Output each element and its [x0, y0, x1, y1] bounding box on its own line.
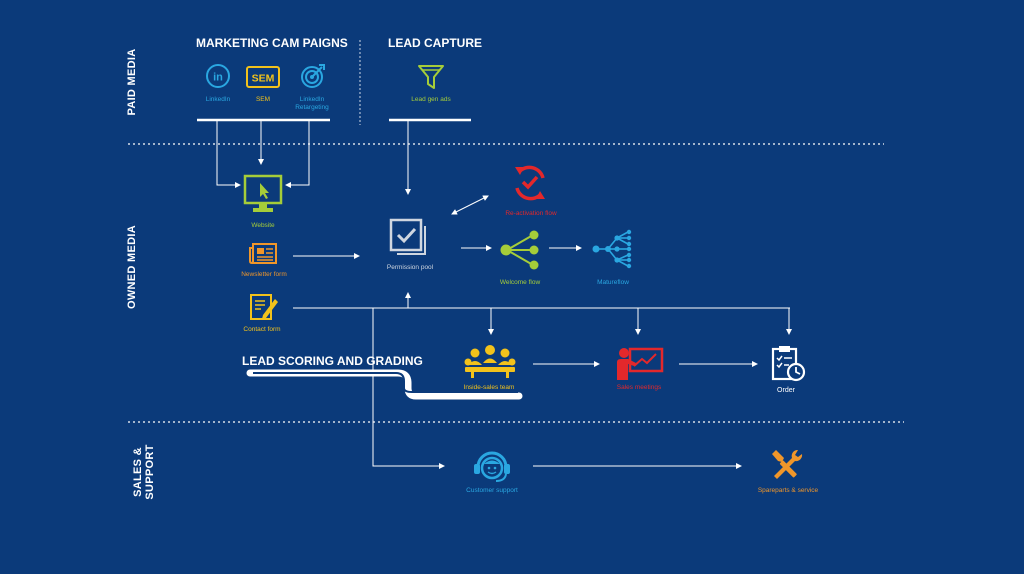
label-newsletter-form: Newsletter form [241, 271, 287, 278]
linkedin-icon: in [205, 63, 231, 89]
label-permission-pool: Permission pool [386, 264, 434, 271]
welcome-flow-icon [499, 230, 541, 270]
arrow-bar-to-website-left [216, 121, 241, 188]
heading-lead-capture: LEAD CAPTURE [388, 36, 483, 50]
label-linkedin-retargeting-line2: Retargeting [295, 104, 329, 111]
label-sales-meetings: Sales meetings [616, 384, 662, 391]
arrow-pool-reactivation [451, 195, 489, 215]
sales-support-line2: SUPPORT [144, 444, 156, 500]
sem-icon: SEM [246, 66, 280, 88]
label-linkedin-retargeting: LinkedIn Retargeting [288, 96, 336, 112]
label-customer-support: Customer support [466, 487, 518, 494]
order-clipboard-icon [770, 344, 806, 382]
arrow-to-customer-support [372, 308, 445, 469]
section-label-paid-media: PAID MEDIA [126, 48, 138, 116]
label-linkedin: LinkedIn [205, 96, 231, 103]
section-label-sales-support: SALES & SUPPORT [132, 432, 156, 512]
target-icon [300, 63, 326, 89]
heading-lead-scoring: LEAD SCORING AND GRADING [242, 354, 423, 368]
contact-form-icon [249, 293, 279, 321]
label-website: Website [251, 222, 275, 229]
label-lead-gen-ads: Lead gen ads [411, 96, 451, 103]
label-spareparts-service: Spareparts & service [757, 487, 819, 494]
linkedin-logo-text: in [213, 72, 223, 84]
sales-meeting-icon [616, 345, 664, 381]
label-sem: SEM [255, 96, 271, 103]
label-contact-form: Contact form [243, 326, 281, 333]
reactivation-icon [510, 163, 550, 203]
funnel-icon [417, 63, 445, 91]
lead-scoring-conveyor [246, 369, 523, 400]
customer-support-icon [472, 445, 512, 485]
inside-sales-team-icon [463, 343, 517, 379]
heading-marketing-campaigns: MARKETING CAM PAIGNS [196, 36, 348, 50]
label-inside-sales-team: Inside-sales team [463, 384, 515, 391]
arrow-bar-to-website-right [285, 121, 310, 188]
mature-flow-icon [591, 228, 633, 270]
label-order: Order [777, 387, 795, 394]
label-reactivation-flow: Re-activation flow [505, 210, 557, 217]
permission-pool-icon [389, 218, 429, 258]
sem-badge-text: SEM [252, 73, 275, 85]
section-label-owned-media: OWNED MEDIA [126, 225, 138, 309]
tools-icon [768, 448, 804, 482]
sales-support-line1: SALES & [132, 447, 144, 497]
label-welcome-flow: Welcome flow [499, 279, 541, 286]
monitor-icon [243, 174, 283, 214]
newspaper-icon [249, 243, 277, 265]
label-linkedin-retargeting-line1: LinkedIn [299, 96, 325, 103]
label-mature-flow: Matureflow [597, 279, 629, 286]
